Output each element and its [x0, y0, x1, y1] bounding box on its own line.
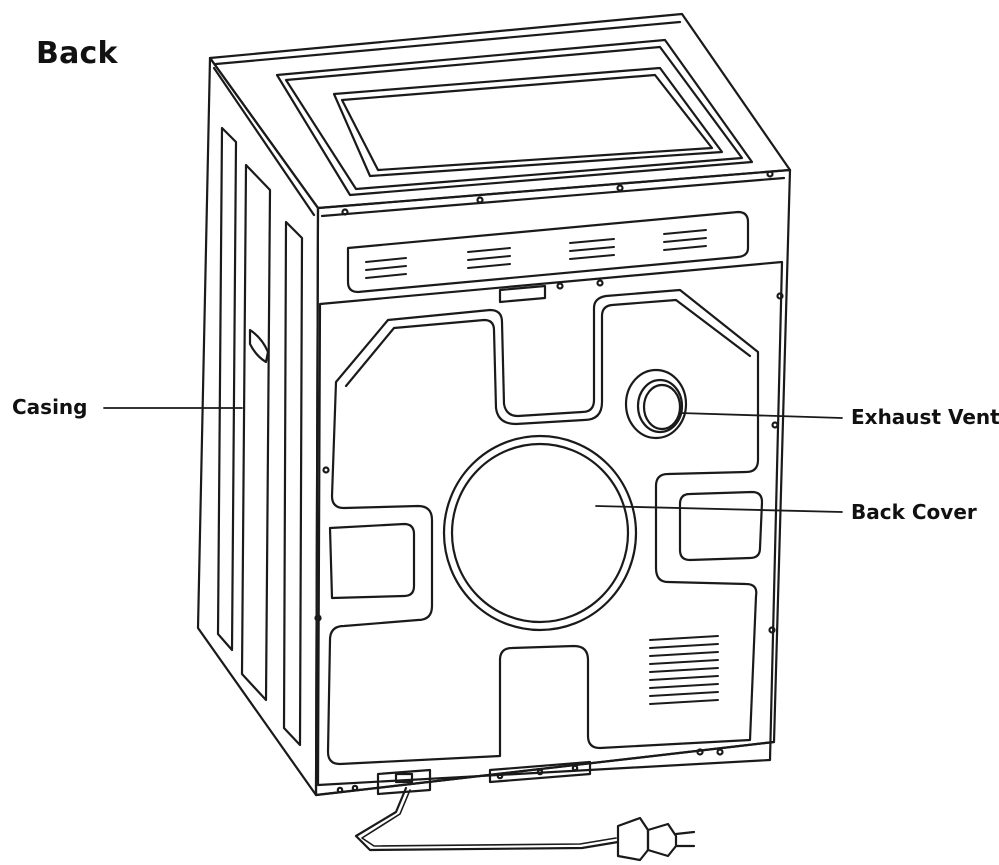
callout-leaders [103, 407, 843, 513]
exhaust-vent [624, 368, 688, 440]
label-exhaust-vent: Exhaust Vent [851, 405, 999, 429]
top-panel [208, 12, 792, 210]
back-panel [314, 168, 792, 797]
lower-louvre [649, 635, 719, 705]
bottom-rail [314, 740, 776, 797]
top-vent-strip [346, 210, 750, 304]
label-casing: Casing [12, 395, 88, 419]
power-cord-and-plug [354, 786, 696, 862]
back-cover-leader [595, 505, 843, 513]
exhaust-vent-leader [679, 412, 843, 419]
label-back-cover: Back Cover [851, 500, 977, 524]
back-cover-plate [314, 260, 784, 787]
side-casing [196, 56, 320, 797]
diagram-title: Back [36, 36, 118, 71]
